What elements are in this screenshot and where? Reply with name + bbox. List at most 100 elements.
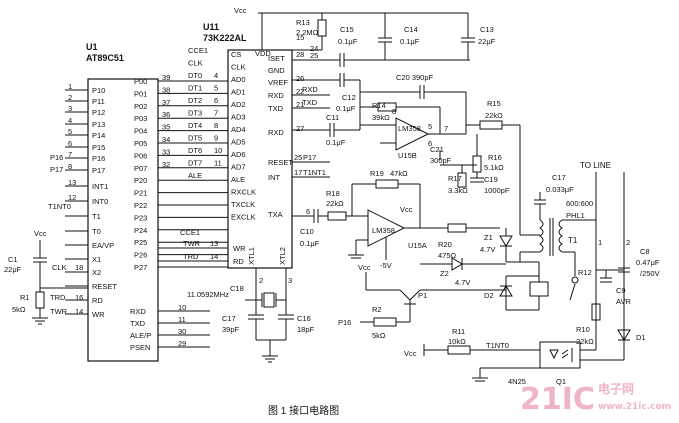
u1-pin-num: 35 [162, 123, 170, 132]
u11-pin-ad7: AD7 [231, 163, 246, 172]
u11-net-dt1: DT1 [188, 84, 202, 93]
u15a-part: LM358 [372, 226, 395, 235]
u1-pin-num: 6 [68, 139, 72, 148]
txa-pin-num: 6 [306, 207, 310, 216]
u15b-part: LM358 [398, 124, 421, 133]
u1-pin-t0: T0 [92, 227, 101, 236]
u11-pin-num: 11 [214, 159, 222, 168]
net-p16: P16 [338, 318, 351, 327]
r19-value: 47kΩ [390, 169, 408, 178]
u1-pin-num: 8 [68, 162, 72, 171]
u1-pin-num: 4 [68, 116, 72, 125]
r17-value: 3.3kΩ [448, 186, 468, 195]
u11-net-dt2: DT2 [188, 96, 202, 105]
u1-pin-rd: RD [92, 296, 103, 305]
u1-net-t1nt0: T1NT0 [48, 202, 71, 211]
u11-pin-txa: TXA [268, 210, 283, 219]
u1-microcontroller: U1 AT89C51 P101P112P123P134P145P156P167P… [4, 42, 228, 362]
z2-value: 4.7V [455, 278, 470, 287]
u11-pin-clk: CLK [231, 63, 246, 72]
u1-pin-x2: X2 [92, 268, 101, 277]
u11-pin-rxd: RXD [268, 128, 284, 137]
phl1-label: PHL1 [566, 211, 585, 220]
u11-net-dt5: DT5 [188, 134, 202, 143]
optocoupler-body [539, 341, 581, 369]
c20-label: C20 390pF [396, 73, 434, 82]
u15b-body [395, 117, 430, 151]
c17-ref: C17 [222, 314, 236, 323]
c17b-value: 0.033μF [546, 185, 574, 194]
p1-ref: P1 [418, 291, 427, 300]
net-twr: TWR [183, 239, 201, 248]
r11-value: 10kΩ [448, 337, 466, 346]
u11-body [227, 49, 293, 269]
u1-pin-num: 29 [178, 339, 186, 348]
u11-net-ale: ALE [188, 171, 202, 180]
c19-ref: C19 [484, 175, 498, 184]
u11-pin-reset: RESET [268, 158, 293, 167]
watermark-cn: 电子网 [598, 381, 634, 396]
u1-pin-int1: INT1 [92, 182, 108, 191]
z1-value: 4.7V [480, 245, 495, 254]
u1-pin-num-16: 16 [75, 293, 83, 302]
u1-pin-p13: P13 [92, 120, 105, 129]
c17-value: 39pF [222, 325, 240, 334]
u11-part: 73K222AL [203, 33, 247, 43]
net-p17: P17 [303, 153, 316, 162]
watermark: 21IC 电子网 www.21ic.com [520, 381, 671, 417]
u15a-ref: U15A [408, 241, 427, 250]
u11-pin-int: INT [268, 173, 281, 182]
u11-pin-gnd: GND [268, 66, 285, 75]
r1-ref: R1 [20, 293, 30, 302]
u1-pin-t1: T1 [92, 212, 101, 221]
u1-pin-num: 2 [68, 93, 72, 102]
u15b-pin-6: 6 [428, 139, 432, 148]
c19-value: 1000pF [484, 186, 510, 195]
r12-ref: R12 [578, 268, 592, 277]
u1-pin-p05: P05 [134, 139, 147, 148]
c14-value: 0.1μF [400, 37, 420, 46]
to-line-label: TO LINE [580, 161, 611, 170]
u11-pin-num: 21 [296, 100, 304, 109]
u11-vdd-num: 15 [296, 33, 304, 42]
line-pin-1: 1 [598, 238, 602, 247]
u1-body [87, 78, 159, 362]
u1-pin-int0: INT0 [92, 197, 108, 206]
u1-pin-num: 30 [178, 327, 186, 336]
r13-ref: R13 [296, 18, 310, 27]
r10-ref: R10 [576, 325, 590, 334]
u11-pin-ad6: AD6 [231, 150, 246, 159]
u1-pin-num: 36 [162, 110, 170, 119]
c8-ref: C8 [640, 247, 650, 256]
u1-pin-num: 13 [68, 178, 76, 187]
u1-pin-psen: PSEN [130, 343, 150, 352]
u1-pin-num: 3 [68, 104, 72, 113]
transformer-ratio: 600:600 [566, 199, 593, 208]
u11-net-clk: CLK [188, 59, 203, 68]
u11-pin-num: 5 [214, 84, 218, 93]
u1-pin-num: 38 [162, 85, 170, 94]
u1-pin-wr: WR [92, 310, 105, 319]
u11-pin-vref: VREF [268, 78, 288, 87]
c10-ref: C10 [300, 227, 314, 236]
line-pin-2: 2 [626, 238, 630, 247]
u1-pin-p21: P21 [134, 189, 147, 198]
u11-xtl1: XTL1 [247, 247, 256, 265]
u11-pin-num: 27 [296, 124, 304, 133]
c12-ref: C12 [342, 93, 356, 102]
c15-ref: C15 [340, 25, 354, 34]
opto-ref: Q1 [556, 377, 566, 386]
c1-value: 22μF [4, 265, 22, 274]
crystal-value: 11.0592MHz [187, 290, 229, 299]
minus5-label: -5V [380, 261, 392, 270]
vcc-label-c1: Vcc [34, 229, 47, 238]
r13-value: 2.2MΩ [296, 28, 319, 37]
u1-net-p17: P17 [50, 165, 63, 174]
u11-vdd: VDD [255, 49, 271, 58]
vcc-p1: Vcc [358, 263, 371, 272]
r18-ref: R18 [326, 189, 340, 198]
